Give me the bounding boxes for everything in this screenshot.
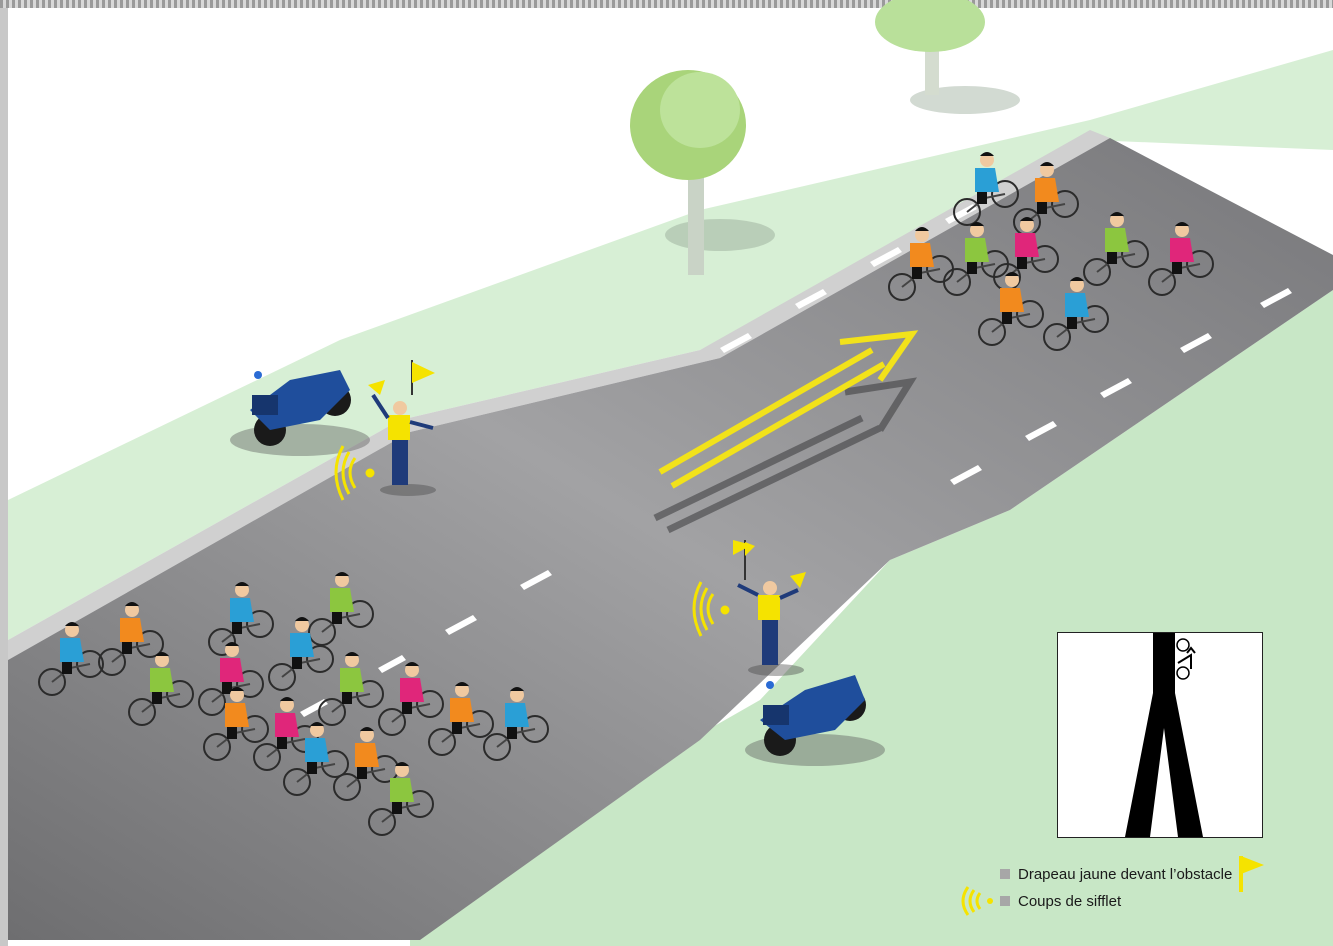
legend-bullet [1000, 896, 1010, 906]
legend-whistle-label: Coups de sifflet [1018, 893, 1121, 910]
legend-flag-label: Drapeau jaune devant l’obstacle [1018, 866, 1232, 883]
road-narrowing-sign-icon [1058, 633, 1262, 837]
whistle-icon [960, 886, 996, 916]
yellow-flag-icon [1236, 856, 1266, 892]
road-narrowing-sign [1057, 632, 1263, 838]
legend-bullet [1000, 869, 1010, 879]
legend-whistle-row: Coups de sifflet [960, 886, 1121, 916]
